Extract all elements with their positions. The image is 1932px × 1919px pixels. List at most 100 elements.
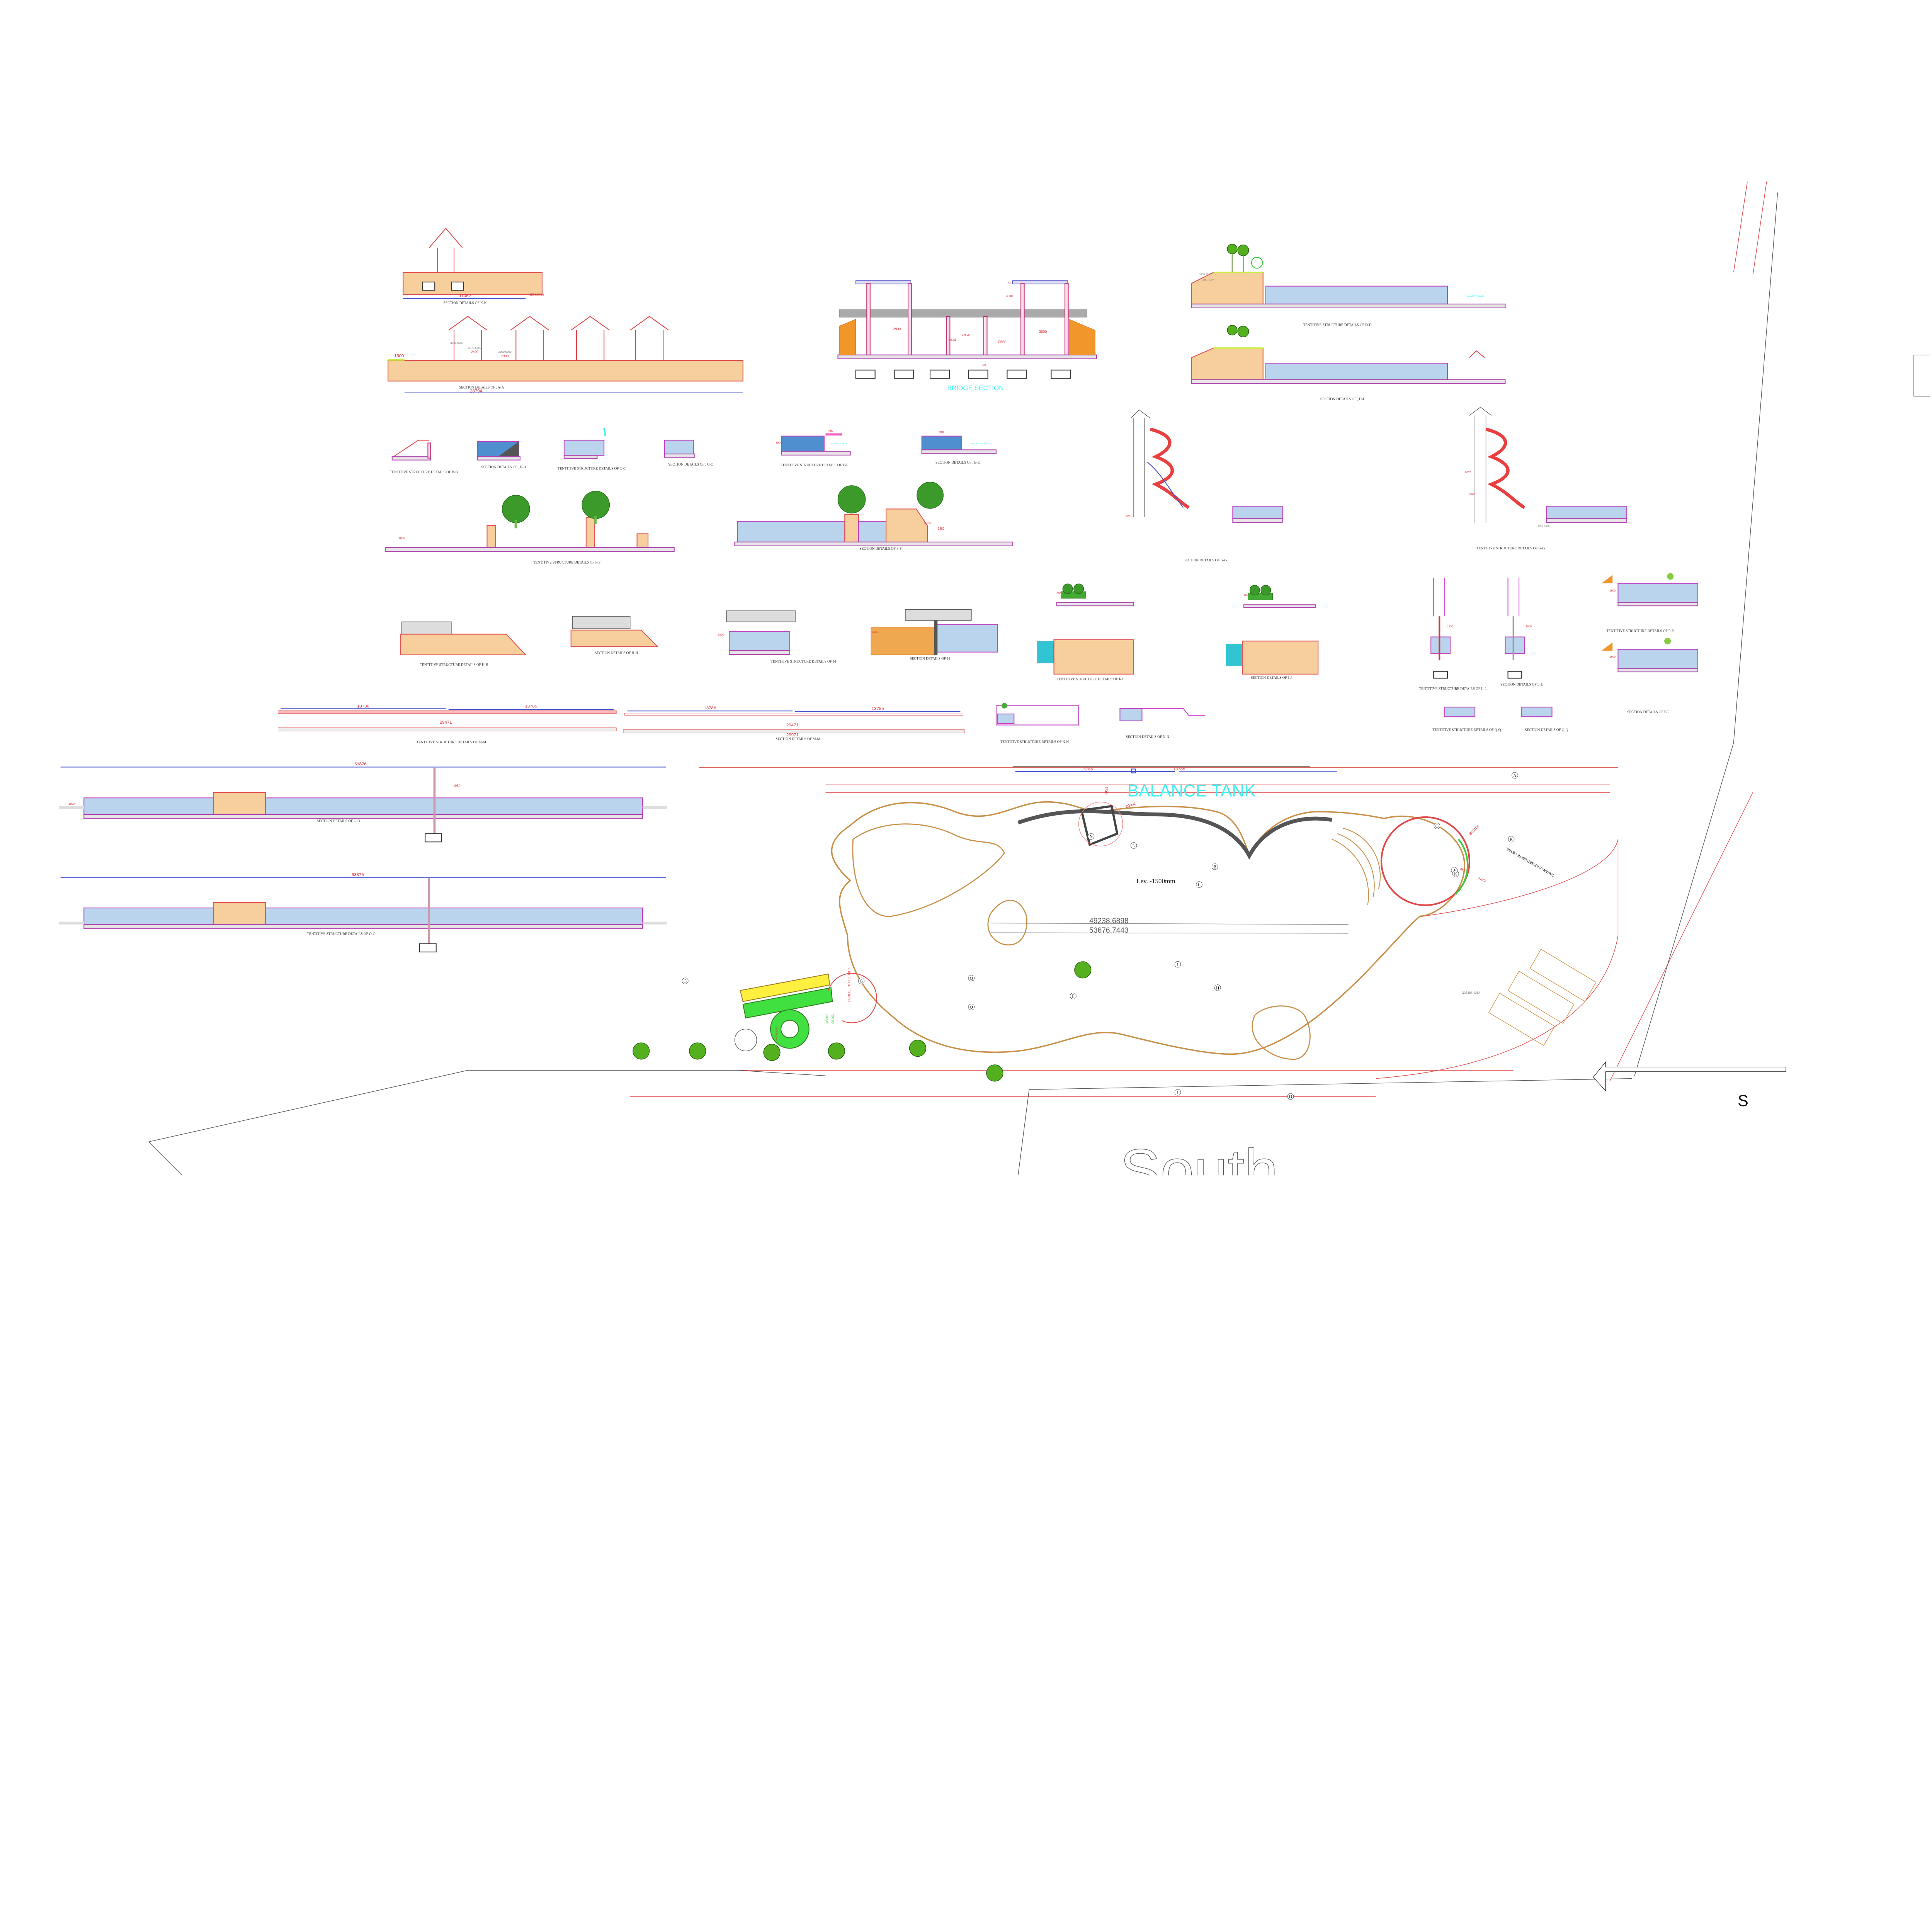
marker-k: K <box>1452 870 1459 877</box>
dim-ee-967: 967 <box>828 429 833 433</box>
section-title-kk: SECTION DETAILS OF K-K <box>443 301 486 305</box>
section-title-qq-tentative: TENTITIVE STRUCTURE DETAILS OF Q-Q <box>1432 728 1501 732</box>
svg-text:L: L <box>1198 883 1201 887</box>
marker-i: I <box>1174 1089 1181 1096</box>
section-title-cc: SECTION DETAILS OF , C-C <box>668 463 713 467</box>
dim-mm-t2: 13785 <box>525 704 537 709</box>
section-title-ii-tentative: TENTITIVE STRUCTURE DETAILS OF I-I <box>771 660 837 664</box>
svg-text:K: K <box>1510 837 1513 842</box>
section-title-ff: SECTION DETAILS OF F-F <box>859 547 901 551</box>
marker-l: L <box>1130 842 1137 849</box>
plan-dim-11052: 11052 <box>1478 876 1487 883</box>
dim-bridge-7: 300 <box>1007 282 1012 284</box>
plan-dia-6000: Ø6000 <box>826 1014 829 1023</box>
dim-oo-s: 53876 <box>354 762 367 767</box>
section-title-nn-tentative: TENTITIVE STRUCTURE DETAILS OF N-N <box>1000 740 1069 744</box>
section-ii-tentative: 1500 TENTITIVE STRUCTURE DETAILS OF I-I <box>718 610 837 664</box>
plan-dim-left: 13786 <box>1081 767 1093 772</box>
section-title-gg-tentative: TENTITIVE STRUCTURE DETAILS OF G-G <box>1476 547 1545 551</box>
dim-aa-total: 28794 <box>470 389 482 394</box>
dim-ll-t: 1950 <box>1447 625 1453 628</box>
marker-f: F <box>1070 993 1077 999</box>
dim-mm-s1: 13786 <box>704 706 716 710</box>
dd-balance-tank-label: BALANCE TANK <box>1466 295 1485 298</box>
section-title-ee-tentative: TENTITIVE STRUCTURE DETAILS OF E-E <box>781 464 848 467</box>
svg-text:G: G <box>860 979 863 984</box>
svg-text:I: I <box>1177 1090 1179 1095</box>
cabanas <box>1488 948 1597 1046</box>
coord-x: 49238.6898 <box>1089 917 1129 925</box>
section-nn: TENTITIVE STRUCTURE DETAILS OF N-N SECTI… <box>995 703 1206 744</box>
dim-aa-1500: 1500 <box>394 354 404 358</box>
palm-icon <box>986 1064 1003 1082</box>
plan-dim-2867: 2867 <box>1459 867 1467 874</box>
arrow-left-icon <box>1593 1061 1786 1092</box>
cad-drawing-sheet: 11052 1500.0000 SECTION DETAILS OF K-K 1… <box>59 181 1930 1205</box>
section-ee-tentative: 967 1500 BALANCE TANK TENTITIVE STRUCTUR… <box>776 429 851 467</box>
coord-y: 53676.7443 <box>1089 926 1129 935</box>
dim-oo-1950: 1950 <box>453 784 461 788</box>
svg-text:J: J <box>1453 869 1455 873</box>
section-mm-tentative: 13786 13785 29471 TENTITIVE STRUCTURE DE… <box>277 704 617 744</box>
dim-gg-6075: 6075 <box>1465 471 1471 474</box>
section-oo: 53876 1950 1800 SECTION DETAILS OF O-O <box>59 762 667 843</box>
dim-bridge-8: 600 <box>982 364 986 367</box>
compass-s-label: S <box>1738 1092 1748 1110</box>
dim-pp-s: 1800 <box>1609 655 1616 658</box>
section-title-hh-tentative: TENTITIVE STRUCTURE DETAILS OF H-H <box>420 663 488 667</box>
section-pp: 1800 TENTITIVE STRUCTURE DETAILS OF P-P … <box>1601 573 1699 714</box>
dim-mm-t1: 13786 <box>357 704 369 709</box>
marker-d: D <box>1287 1093 1294 1100</box>
dim-bridge-2: 2934 <box>948 338 956 342</box>
ee-section-tank-label: BALANCE TANK <box>971 443 988 445</box>
dim-jj-s: 600 <box>1244 593 1248 597</box>
dim-bridge-1: 2933 <box>893 327 901 331</box>
section-title-bb-tentative: TENTITIVE STRUCTURE DETAILS OF B-B <box>390 471 458 474</box>
marker-b: B <box>1211 863 1218 870</box>
svg-text:D: D <box>1289 1095 1292 1099</box>
section-ii: 1500 SECTION DETAILS OF I-I <box>871 609 998 661</box>
section-title-mm-tentative: TENTITIVE STRUCTURE DETAILS OF M-M <box>417 741 486 744</box>
dim-kk: 11052 <box>459 294 471 298</box>
svg-text:L: L <box>1133 844 1135 848</box>
section-hh-tentative: TENTITIVE STRUCTURE DETAILS OF H-H <box>400 621 527 667</box>
balance-tank-wall <box>1017 809 1332 860</box>
section-cc: SECTION DETAILS OF , C-C <box>664 440 713 467</box>
section-title-pp-tentative: TENTITIVE STRUCTURE DETAILS OF P-P <box>1606 629 1673 633</box>
dim-kk-side: 1500.0000 <box>529 293 544 297</box>
svg-text:G: G <box>684 979 687 984</box>
section-gg: 600 SECTION DETAILS OF G-G <box>1126 410 1283 563</box>
section-title-bb: SECTION DETAILS OF , B-B <box>481 466 526 469</box>
section-title-oo: SECTION DETAILS OF O-O <box>317 819 360 823</box>
section-title-mm: SECTION DETAILS OF M-M <box>776 738 820 741</box>
ee-tank-label: BALANCE TANK <box>831 443 848 445</box>
dim-aa-3879: 3879.6359 <box>468 347 481 350</box>
dim-mm-s2: 13785 <box>872 706 884 711</box>
dim-ee-1500: 1500 <box>776 441 782 444</box>
section-jj: 600 SECTION DETAILS OF J-J <box>1226 585 1319 680</box>
plan-dia-big: Ø37486.4012 <box>1462 991 1480 994</box>
section-title-ii: SECTION DETAILS OF I-I <box>910 657 951 661</box>
section-gg-tentative: 6075 3100 1250.0000 TENTITIVE STRUCTURE … <box>1465 407 1627 551</box>
marker-q: Q <box>968 975 975 981</box>
svg-text:Q: Q <box>970 1005 973 1010</box>
marker-i: I <box>1174 961 1181 968</box>
dim-ff-1800: 1800 <box>398 537 405 540</box>
south-label: South <box>1120 1137 1278 1205</box>
marker-n: N <box>1088 833 1094 840</box>
soil-fill <box>388 360 743 382</box>
section-title-nn: SECTION DETAILS OF N-N <box>1126 735 1169 739</box>
marker-g: G <box>682 977 689 984</box>
palm-icon <box>763 1044 781 1061</box>
marker-o: O <box>1434 823 1440 829</box>
section-title-gg: SECTION DETAILS OF G-G <box>1184 559 1227 563</box>
kiosk <box>1080 805 1119 846</box>
svg-text:F: F <box>1072 994 1074 999</box>
section-title-jj: SECTION DETAILS OF J-J <box>1251 676 1292 680</box>
section-ee: 3384 BALANCE TANK SECTION DETAILS OF , E… <box>921 431 997 465</box>
dim-jj-t: 600 <box>1056 592 1061 595</box>
section-title-qq: SECTION DETAILS OF Q-Q <box>1525 728 1568 732</box>
bridge-section-label: BRIDGE SECTION <box>947 384 1003 392</box>
section-title-ff-tentative: TENTITIVE STRUCTURE DETAILS OF F-F <box>533 561 600 564</box>
svg-text:I: I <box>1177 962 1179 967</box>
